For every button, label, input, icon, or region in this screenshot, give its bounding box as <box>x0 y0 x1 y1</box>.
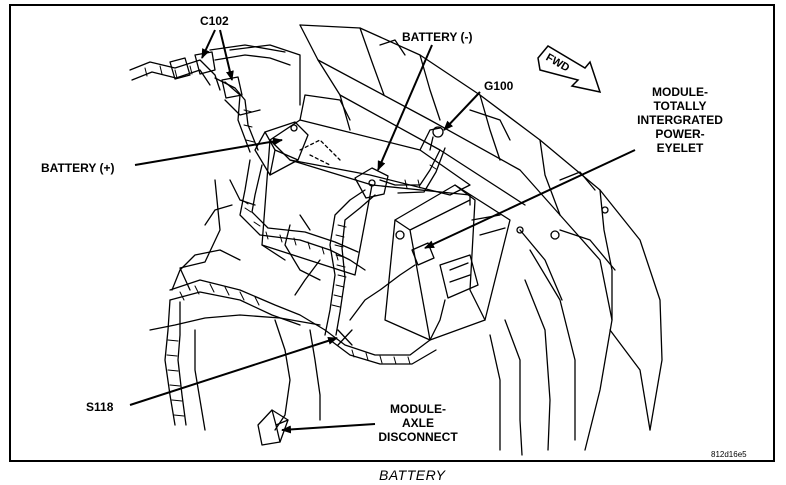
tipm-label-line4: POWER- <box>655 127 705 141</box>
battery-neg-label: BATTERY (-) <box>402 30 473 44</box>
negative-terminal <box>354 167 389 199</box>
tipm-leader <box>424 149 636 249</box>
s118-leader <box>129 336 338 406</box>
battery-box <box>261 94 471 276</box>
battery-pos-leader <box>134 137 283 166</box>
g100-ground <box>429 126 444 151</box>
axle-label-line3: DISCONNECT <box>378 430 458 444</box>
tipm-label-line1: MODULE- <box>652 85 708 99</box>
axle-label-line1: MODULE- <box>390 402 446 416</box>
c102-leader-b <box>219 29 234 81</box>
tipm-label: MODULE- TOTALLY INTERGRATED POWER- EYELE… <box>625 85 735 155</box>
wire-harness <box>129 44 446 431</box>
power-module <box>384 184 511 341</box>
axle-label-line2: AXLE <box>401 416 434 430</box>
c102-leader-a <box>201 29 216 59</box>
tipm-label-line5: EYELET <box>656 141 704 155</box>
figure-code: 812d16e5 <box>711 450 747 459</box>
tipm-label-line2: TOTALLY <box>653 99 707 113</box>
s118-label: S118 <box>86 400 114 414</box>
axle-disconnect-label: MODULE- AXLE DISCONNECT <box>368 402 468 444</box>
figure-frame <box>9 4 775 462</box>
g100-label: G100 <box>484 79 514 93</box>
positive-terminal <box>254 121 309 176</box>
harness-corrugation <box>144 65 437 417</box>
c102-label: C102 <box>200 14 229 28</box>
axle-disconnect-connector <box>257 409 289 446</box>
tipm-label-line3: INTERGRATED <box>637 113 723 127</box>
s118-splice <box>337 329 353 346</box>
battery-neg-leader <box>377 44 433 171</box>
g100-leader <box>443 91 481 131</box>
axle-leader <box>281 423 376 434</box>
fwd-arrow-icon <box>537 45 602 94</box>
figure-caption: BATTERY <box>379 467 446 483</box>
tipm-eyelet <box>395 230 435 266</box>
battery-pos-label: BATTERY (+) <box>41 161 115 175</box>
body-structure <box>179 24 663 456</box>
